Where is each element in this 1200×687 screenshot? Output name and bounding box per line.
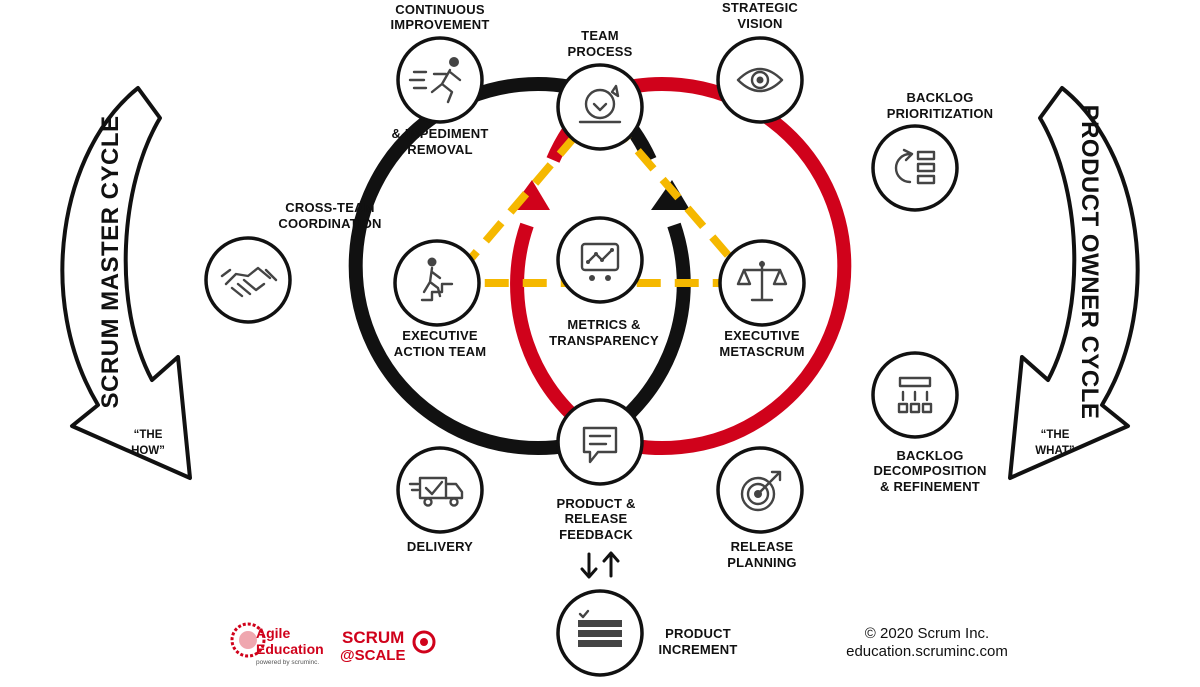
label-executive-action-2: ACTION TEAM	[394, 344, 486, 359]
product-owner-ring	[597, 77, 852, 455]
label-strategic-vision-1: STRATEGIC	[722, 0, 798, 15]
label-product-release-feedback-1: PRODUCT &	[556, 496, 635, 511]
copyright-text: © 2020 Scrum Inc.	[865, 625, 989, 642]
agile-logo-line1: Agile	[256, 625, 290, 641]
agile-logo-line2: Education	[256, 641, 324, 657]
climbing-stairs-icon	[420, 257, 454, 302]
node-delivery	[396, 446, 484, 534]
label-metrics-2: TRANSPARENCY	[549, 333, 659, 348]
scrum-master-ring	[348, 77, 603, 455]
target-icon	[740, 470, 782, 512]
scrum-master-arrow-shape	[60, 86, 192, 480]
scrum-master-cycle-label: SCRUM MASTER CYCLE	[97, 115, 124, 408]
label-executive-metascrum-1: EXECUTIVE	[724, 328, 800, 343]
label-backlog-decomposition-3: & REFINEMENT	[880, 479, 980, 494]
label-product-release-feedback-2: RELEASE	[565, 511, 628, 526]
label-release-planning-2: PLANNING	[727, 555, 797, 570]
label-executive-action-1: EXECUTIVE	[402, 328, 478, 343]
feedback-speech-bubble-icon	[582, 426, 618, 464]
scrum-at-scale-logo: SCRUM @SCALE	[340, 628, 436, 664]
product-owner-arrow-shape	[1008, 86, 1140, 480]
node-backlog-prioritization	[871, 124, 959, 212]
scrum-master-quote-line1: “THE	[134, 429, 163, 441]
decomposition-icon	[897, 376, 933, 414]
runner-icon	[408, 57, 462, 104]
handshake-icon	[220, 266, 278, 298]
scale-logo-line2: @SCALE	[340, 647, 405, 664]
label-backlog-decomposition-2: DECOMPOSITION	[873, 463, 986, 478]
website-text: education.scruminc.com	[846, 643, 1008, 660]
scrum-master-cycle-arrow: SCRUM MASTER CYCLE “THE HOW”	[60, 86, 192, 480]
increment-stack-icon	[578, 609, 622, 647]
product-owner-cycle-arrow: PRODUCT OWNER CYCLE “THE WHAT”	[1008, 86, 1140, 480]
label-cross-team-1: CROSS-TEAM	[285, 200, 374, 215]
cycle-process-icon	[578, 84, 622, 124]
label-team-process-1: TEAM	[581, 28, 619, 43]
balance-scale-icon	[736, 260, 788, 302]
label-strategic-vision-2: VISION	[737, 16, 782, 31]
delivery-truck-icon	[408, 476, 464, 507]
prioritize-list-icon	[894, 148, 936, 185]
dashboard-screen-icon	[580, 242, 620, 281]
node-product-release-feedback	[556, 398, 644, 486]
label-cross-team-2: COORDINATION	[278, 216, 381, 231]
label-continuous-improvement-1: CONTINUOUS	[395, 2, 485, 17]
node-continuous-improvement	[396, 36, 484, 124]
eye-icon	[736, 67, 784, 93]
inner-black-arrowhead	[651, 180, 690, 210]
label-backlog-decomposition-1: BACKLOG	[896, 448, 963, 463]
node-labels: CONTINUOUS IMPROVEMENT & IMPEDIMENT REMO…	[278, 0, 993, 657]
product-owner-cycle-label: PRODUCT OWNER CYCLE	[1076, 105, 1103, 420]
node-executive-metascrum	[718, 239, 806, 327]
product-owner-quote-line1: “THE	[1041, 429, 1070, 441]
label-team-process-2: PROCESS	[568, 44, 633, 59]
label-metrics-1: METRICS &	[567, 317, 640, 332]
node-backlog-decomposition	[871, 351, 959, 439]
node-metrics-transparency	[556, 216, 644, 304]
label-delivery: DELIVERY	[407, 539, 473, 554]
scale-logo-line1: SCRUM	[342, 628, 404, 647]
node-executive-action-team	[393, 239, 481, 327]
label-product-release-feedback-3: FEEDBACK	[559, 527, 633, 542]
node-cross-team-coordination	[204, 236, 292, 324]
label-backlog-prioritization-2: PRIORITIZATION	[887, 106, 994, 121]
feedback-increment-arrows	[580, 551, 620, 579]
scrum-master-quote-line2: HOW”	[131, 445, 165, 457]
label-release-planning-1: RELEASE	[731, 539, 794, 554]
label-product-increment-2: INCREMENT	[658, 642, 737, 657]
label-executive-metascrum-2: METASCRUM	[719, 344, 804, 359]
node-team-process	[556, 63, 644, 151]
label-product-increment-1: PRODUCT	[665, 626, 731, 641]
label-impediment-1: & IMPEDIMENT	[391, 126, 488, 141]
label-impediment-2: REMOVAL	[407, 142, 472, 157]
product-owner-quote-line2: WHAT”	[1035, 445, 1074, 457]
node-product-increment	[556, 589, 644, 677]
node-strategic-vision	[716, 36, 804, 124]
node-release-planning	[716, 446, 804, 534]
label-continuous-improvement-2: IMPROVEMENT	[391, 17, 490, 32]
label-backlog-prioritization-1: BACKLOG	[906, 90, 973, 105]
agile-education-logo: Agile Education powered by scruminc.	[230, 622, 324, 666]
agile-logo-line3: powered by scruminc.	[256, 659, 319, 666]
